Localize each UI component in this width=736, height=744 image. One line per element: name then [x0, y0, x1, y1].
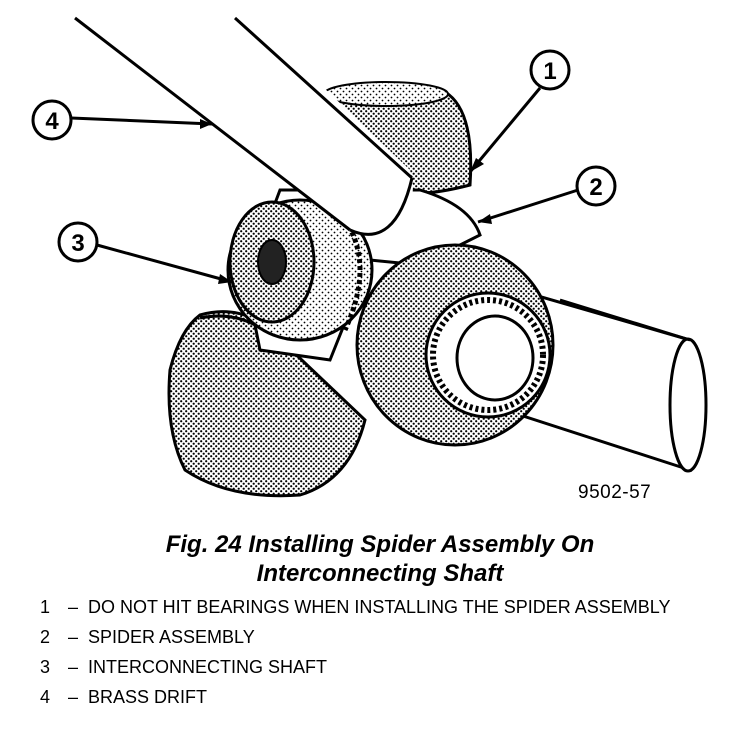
- callout-4-number: 4: [45, 108, 59, 135]
- callout-3: 3: [57, 221, 233, 284]
- legend-item-4: 4 – BRASS DRIFT: [40, 688, 730, 707]
- legend: 1 – DO NOT HIT BEARINGS WHEN INSTALLING …: [40, 598, 730, 718]
- caption-line-1: Fig. 24 Installing Spider Assembly On: [165, 531, 595, 558]
- legend-dash: –: [68, 657, 79, 677]
- callout-1-number: 1: [543, 58, 556, 85]
- caption-line-2: Interconnecting Shaft: [256, 560, 504, 587]
- callout-3-number: 3: [71, 230, 84, 257]
- top-bearing-cup: [320, 81, 473, 195]
- callout-2-number: 2: [589, 174, 602, 201]
- figure-caption: Fig. 24 Installing Spider Assembly On In…: [0, 530, 736, 588]
- left-trunnion: [226, 198, 374, 342]
- callout-2: 2: [477, 165, 617, 224]
- legend-dash: –: [68, 687, 79, 707]
- legend-text: DO NOT HIT BEARINGS WHEN INSTALLING THE …: [88, 597, 671, 617]
- legend-number: 4: [40, 687, 51, 707]
- legend-text: BRASS DRIFT: [88, 687, 208, 707]
- legend-item-2: 2 – SPIDER ASSEMBLY: [40, 628, 730, 647]
- legend-number: 3: [40, 657, 51, 677]
- callout-1: 1: [468, 49, 571, 173]
- legend-number: 2: [40, 627, 51, 647]
- legend-dash: –: [68, 627, 79, 647]
- legend-dash: –: [68, 597, 79, 617]
- callout-4: 4: [31, 99, 213, 141]
- legend-text: SPIDER ASSEMBLY: [88, 627, 255, 647]
- figure-code: 9502-57: [578, 482, 652, 503]
- legend-number: 1: [40, 597, 51, 617]
- legend-text: INTERCONNECTING SHAFT: [88, 657, 328, 677]
- legend-item-1: 1 – DO NOT HIT BEARINGS WHEN INSTALLING …: [40, 598, 730, 617]
- legend-item-3: 3 – INTERCONNECTING SHAFT: [40, 658, 730, 677]
- spider-assembly-illustration: 1 2 3 4: [31, 16, 708, 498]
- right-trunnion: [355, 243, 555, 447]
- brass-drift: [74, 16, 414, 236]
